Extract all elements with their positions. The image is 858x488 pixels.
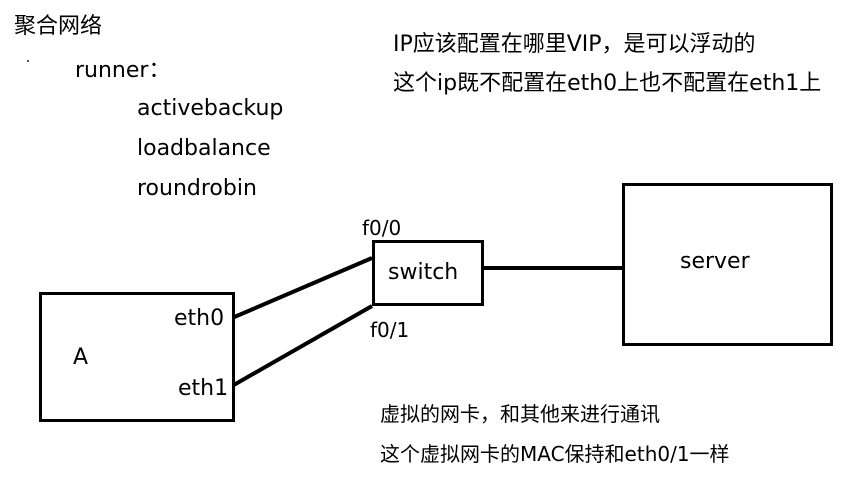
runner-mode-loadbalance: loadbalance (137, 136, 271, 161)
virtual-nic-note-line-1: 虚拟的网卡，和其他来进行通讯 (380, 402, 660, 426)
port-f01-label: f0/1 (370, 318, 410, 342)
diagram-heading: 聚合网络 (14, 14, 103, 39)
server-label: server (680, 249, 750, 274)
host-a-label: A (73, 345, 89, 370)
eth1-label: eth1 (178, 376, 229, 401)
runner-mode-roundrobin: roundrobin (137, 176, 257, 201)
eth0-label: eth0 (174, 306, 225, 331)
stray-mark (27, 60, 29, 62)
link-eth1-switch (231, 304, 373, 388)
vip-note-line-1: IP应该配置在哪里VIP，是可以浮动的 (393, 32, 756, 57)
runner-mode-activebackup: activebackup (137, 96, 284, 121)
runner-label: runner： (75, 58, 171, 83)
server-box (622, 183, 833, 346)
switch-label: switch (388, 260, 459, 285)
vip-note-line-2: 这个ip既不配置在eth0上也不配置在eth1上 (393, 71, 822, 96)
switch-box (372, 240, 484, 306)
link-eth0-switch (231, 256, 373, 320)
host-a-box (39, 292, 235, 422)
virtual-nic-note-line-2: 这个虚拟网卡的MAC保持和eth0/1一样 (380, 442, 730, 466)
port-f00-label: f0/0 (362, 216, 402, 240)
